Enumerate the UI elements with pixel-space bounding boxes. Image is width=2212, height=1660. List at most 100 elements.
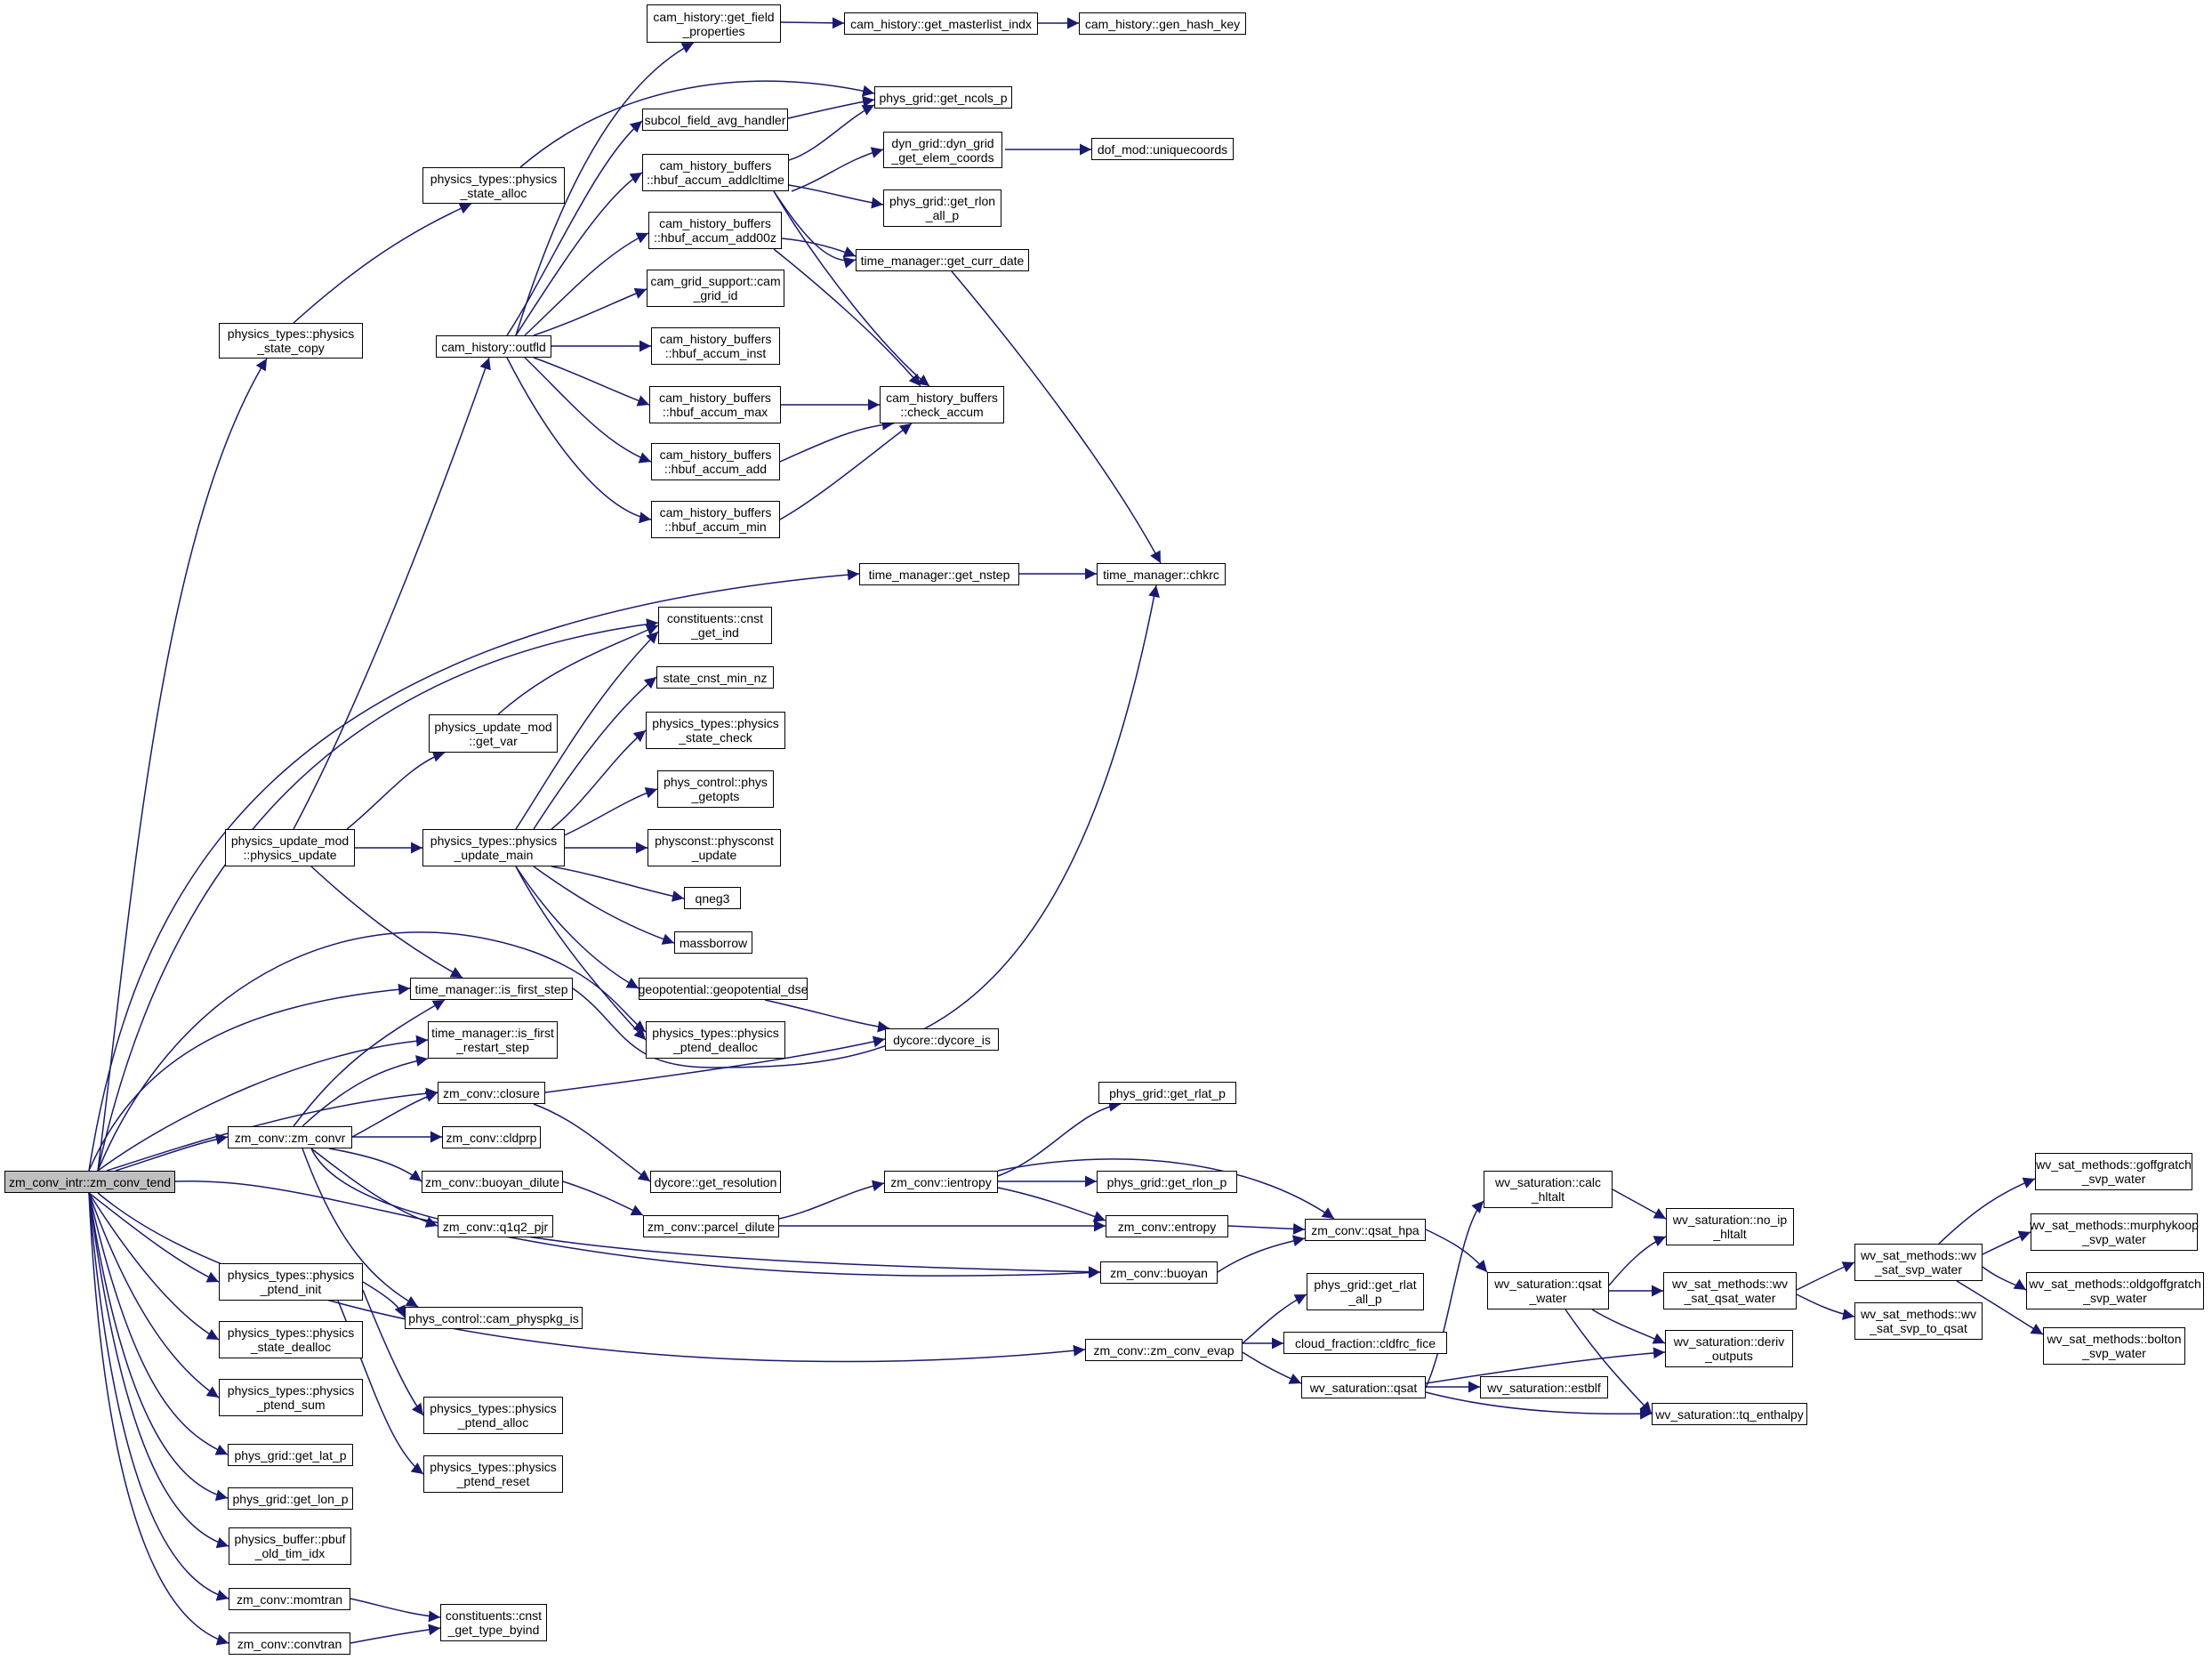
node-get-rlon-p[interactable]: phys_grid::get_rlon_p [1097,1171,1237,1193]
node-state-cnst-min-nz[interactable]: state_cnst_min_nz [656,666,774,689]
node-get-ncols-p[interactable]: phys_grid::get_ncols_p [874,86,1012,109]
node-physconst-update[interactable]: physconst::physconst _update [648,829,781,866]
node-outfld[interactable]: cam_history::outfld [436,335,551,358]
node-hbuf-accum-max[interactable]: cam_history_buffers ::hbuf_accum_max [649,386,781,423]
call-edge [88,983,411,1172]
node-qneg3[interactable]: qneg3 [684,887,741,909]
node-cnst-get-ind[interactable]: constituents::cnst _get_ind [658,607,772,644]
call-edge [519,80,875,168]
node-physics-ptend-reset[interactable]: physics_types::physics _ptend_reset [423,1455,563,1493]
node-get-lat-p[interactable]: phys_grid::get_lat_p [228,1444,353,1466]
node-zm-conv-tend[interactable]: zm_conv_intr::zm_conv_tend [4,1171,175,1193]
node-uniquecoords[interactable]: dof_mod::uniquecoords [1091,138,1234,160]
node-physics-ptend-init[interactable]: physics_types::physics _ptend_init [219,1263,363,1301]
node-hbuf-accum-add00z[interactable]: cam_history_buffers ::hbuf_accum_add00z [648,212,782,249]
node-buoyan[interactable]: zm_conv::buoyan [1100,1261,1218,1284]
node-hbuf-accum-addlcltime[interactable]: cam_history_buffers ::hbuf_accum_addlclt… [642,154,789,191]
node-hbuf-accum-inst[interactable]: cam_history_buffers ::hbuf_accum_inst [651,327,780,365]
node-wv-sat-qsat-water[interactable]: wv_sat_methods::wv _sat_qsat_water [1663,1272,1797,1309]
node-dycore-is[interactable]: dycore::dycore_is [885,1028,999,1051]
node-qsat[interactable]: wv_saturation::qsat [1301,1376,1426,1398]
node-get-var[interactable]: physics_update_mod ::get_var [429,714,558,753]
node-physics-ptend-alloc[interactable]: physics_types::physics _ptend_alloc [423,1397,563,1434]
node-phys-getopts[interactable]: phys_control::phys _getopts [657,770,774,808]
node-wv-sat-svp-water[interactable]: wv_sat_methods::wv _sat_svp_water [1854,1244,1983,1281]
node-get-masterlist-indx[interactable]: cam_history::get_masterlist_indx [844,12,1038,35]
node-physics-state-check[interactable]: physics_types::physics _state_check [646,712,785,749]
call-edge [350,1598,441,1623]
call-edge [533,1103,651,1182]
call-edge [1608,1236,1667,1286]
node-is-first-step[interactable]: time_manager::is_first_step [410,978,573,1000]
node-zm-conv-evap[interactable]: zm_conv::zm_conv_evap [1085,1339,1243,1361]
node-dyn-grid-get-elem-coords[interactable]: dyn_grid::dyn_grid _get_elem_coords [883,132,1002,168]
node-is-first-restart-step[interactable]: time_manager::is_first _restart_step [428,1021,558,1059]
node-chkrc[interactable]: time_manager::chkrc [1097,563,1226,585]
node-hbuf-accum-min[interactable]: cam_history_buffers ::hbuf_accum_min [651,501,780,538]
call-edge [115,1133,229,1172]
node-no-ip-hltalt[interactable]: wv_saturation::no_ip _hltalt [1666,1208,1794,1245]
node-gen-hash-key[interactable]: cam_history::gen_hash_key [1079,12,1246,35]
node-bolton[interactable]: wv_sat_methods::bolton _svp_water [2043,1327,2185,1365]
node-get-lon-p[interactable]: phys_grid::get_lon_p [228,1487,353,1510]
node-estblf[interactable]: wv_saturation::estblf [1480,1376,1608,1398]
node-massborrow[interactable]: massborrow [674,931,752,954]
node-physics-ptend-dealloc[interactable]: physics_types::physics _ptend_dealloc [646,1021,785,1059]
node-convtran[interactable]: zm_conv::convtran [229,1632,350,1655]
node-physics-update-main[interactable]: physics_types::physics _update_main [422,829,565,866]
node-momtran[interactable]: zm_conv::momtran [229,1588,350,1610]
node-cnst-get-type-byind[interactable]: constituents::cnst _get_type_byind [440,1604,547,1641]
call-edge [1796,1293,1855,1320]
node-get-resolution[interactable]: dycore::get_resolution [650,1171,781,1193]
call-edge [1425,1391,1653,1420]
node-cldprp[interactable]: zm_conv::cldprp [442,1126,541,1148]
node-cldfrc-fice[interactable]: cloud_fraction::cldfrc_fice [1283,1332,1447,1354]
node-q1q2-pjr[interactable]: zm_conv::q1q2_pjr [438,1215,553,1237]
node-geopotential-dse[interactable]: geopotential::geopotential_dse [639,978,808,1000]
node-check-accum[interactable]: cam_history_buffers ::check_accum [880,386,1004,423]
node-calc-hltalt[interactable]: wv_saturation::calc _hltalt [1484,1171,1613,1208]
node-hbuf-accum-add[interactable]: cam_history_buffers ::hbuf_accum_add [651,443,780,480]
node-oldgoffgratch[interactable]: wv_sat_methods::oldgoffgratch _svp_water [2026,1272,2204,1309]
node-physics-update[interactable]: physics_update_mod ::physics_update [225,829,355,866]
node-get-rlat-all-p[interactable]: phys_grid::get_rlat _all_p [1307,1273,1424,1310]
call-edge [88,568,860,1172]
node-ientropy[interactable]: zm_conv::ientropy [884,1171,998,1193]
node-cam-grid-id[interactable]: cam_grid_support::cam _grid_id [647,270,784,307]
node-pbuf-old-tim-idx[interactable]: physics_buffer::pbuf _old_tim_idx [229,1527,351,1565]
node-entropy[interactable]: zm_conv::entropy [1106,1215,1228,1237]
node-physics-state-copy[interactable]: physics_types::physics _state_copy [219,323,363,359]
node-zm-convr[interactable]: zm_conv::zm_convr [228,1126,352,1148]
node-goffgratch[interactable]: wv_sat_methods::goffgratch _svp_water [2035,1153,2192,1190]
node-murphykoop[interactable]: wv_sat_methods::murphykoop _svp_water [2030,1213,2199,1251]
node-get-curr-date[interactable]: time_manager::get_curr_date [856,249,1029,271]
node-deriv-outputs[interactable]: wv_saturation::deriv _outputs [1665,1330,1793,1367]
call-edge [544,1035,886,1093]
call-edge [551,866,685,902]
call-edge [1591,1309,1666,1344]
node-get-nstep[interactable]: time_manager::get_nstep [859,563,1019,585]
node-cam-physpkg-is[interactable]: phys_control::cam_physpkg_is [405,1307,583,1329]
call-edge [773,248,921,387]
node-qsat-hpa[interactable]: zm_conv::qsat_hpa [1305,1219,1426,1241]
node-physics-state-dealloc[interactable]: physics_types::physics _state_dealloc [219,1321,363,1358]
node-get-field-properties[interactable]: cam_history::get_field _properties [647,4,781,43]
node-physics-ptend-sum[interactable]: physics_types::physics _ptend_sum [219,1379,363,1416]
node-parcel-dilute[interactable]: zm_conv::parcel_dilute [643,1215,779,1237]
call-edge [350,1624,441,1644]
node-qsat-water[interactable]: wv_saturation::qsat _water [1487,1272,1609,1309]
node-buoyan-dilute[interactable]: zm_conv::buoyan_dilute [422,1171,563,1193]
call-edge [88,1192,229,1455]
call-edge [1227,1222,1306,1235]
call-edge [515,866,647,1041]
node-get-rlon-all-p[interactable]: phys_grid::get_rlon _all_p [883,189,1001,227]
node-wv-sat-svp-to-qsat[interactable]: wv_sat_methods::wv _sat_svp_to_qsat [1854,1302,1983,1340]
call-edge [778,1180,885,1220]
node-tq-enthalpy[interactable]: wv_saturation::tq_enthalpy [1652,1403,1807,1425]
call-edge [997,1187,1106,1222]
node-closure[interactable]: zm_conv::closure [438,1082,545,1104]
node-physics-state-alloc[interactable]: physics_types::physics _state_alloc [422,167,565,204]
node-get-rlat-p[interactable]: phys_grid::get_rlat_p [1098,1082,1236,1104]
node-subcol-field-avg-handler[interactable]: subcol_field_avg_handler [642,109,788,131]
